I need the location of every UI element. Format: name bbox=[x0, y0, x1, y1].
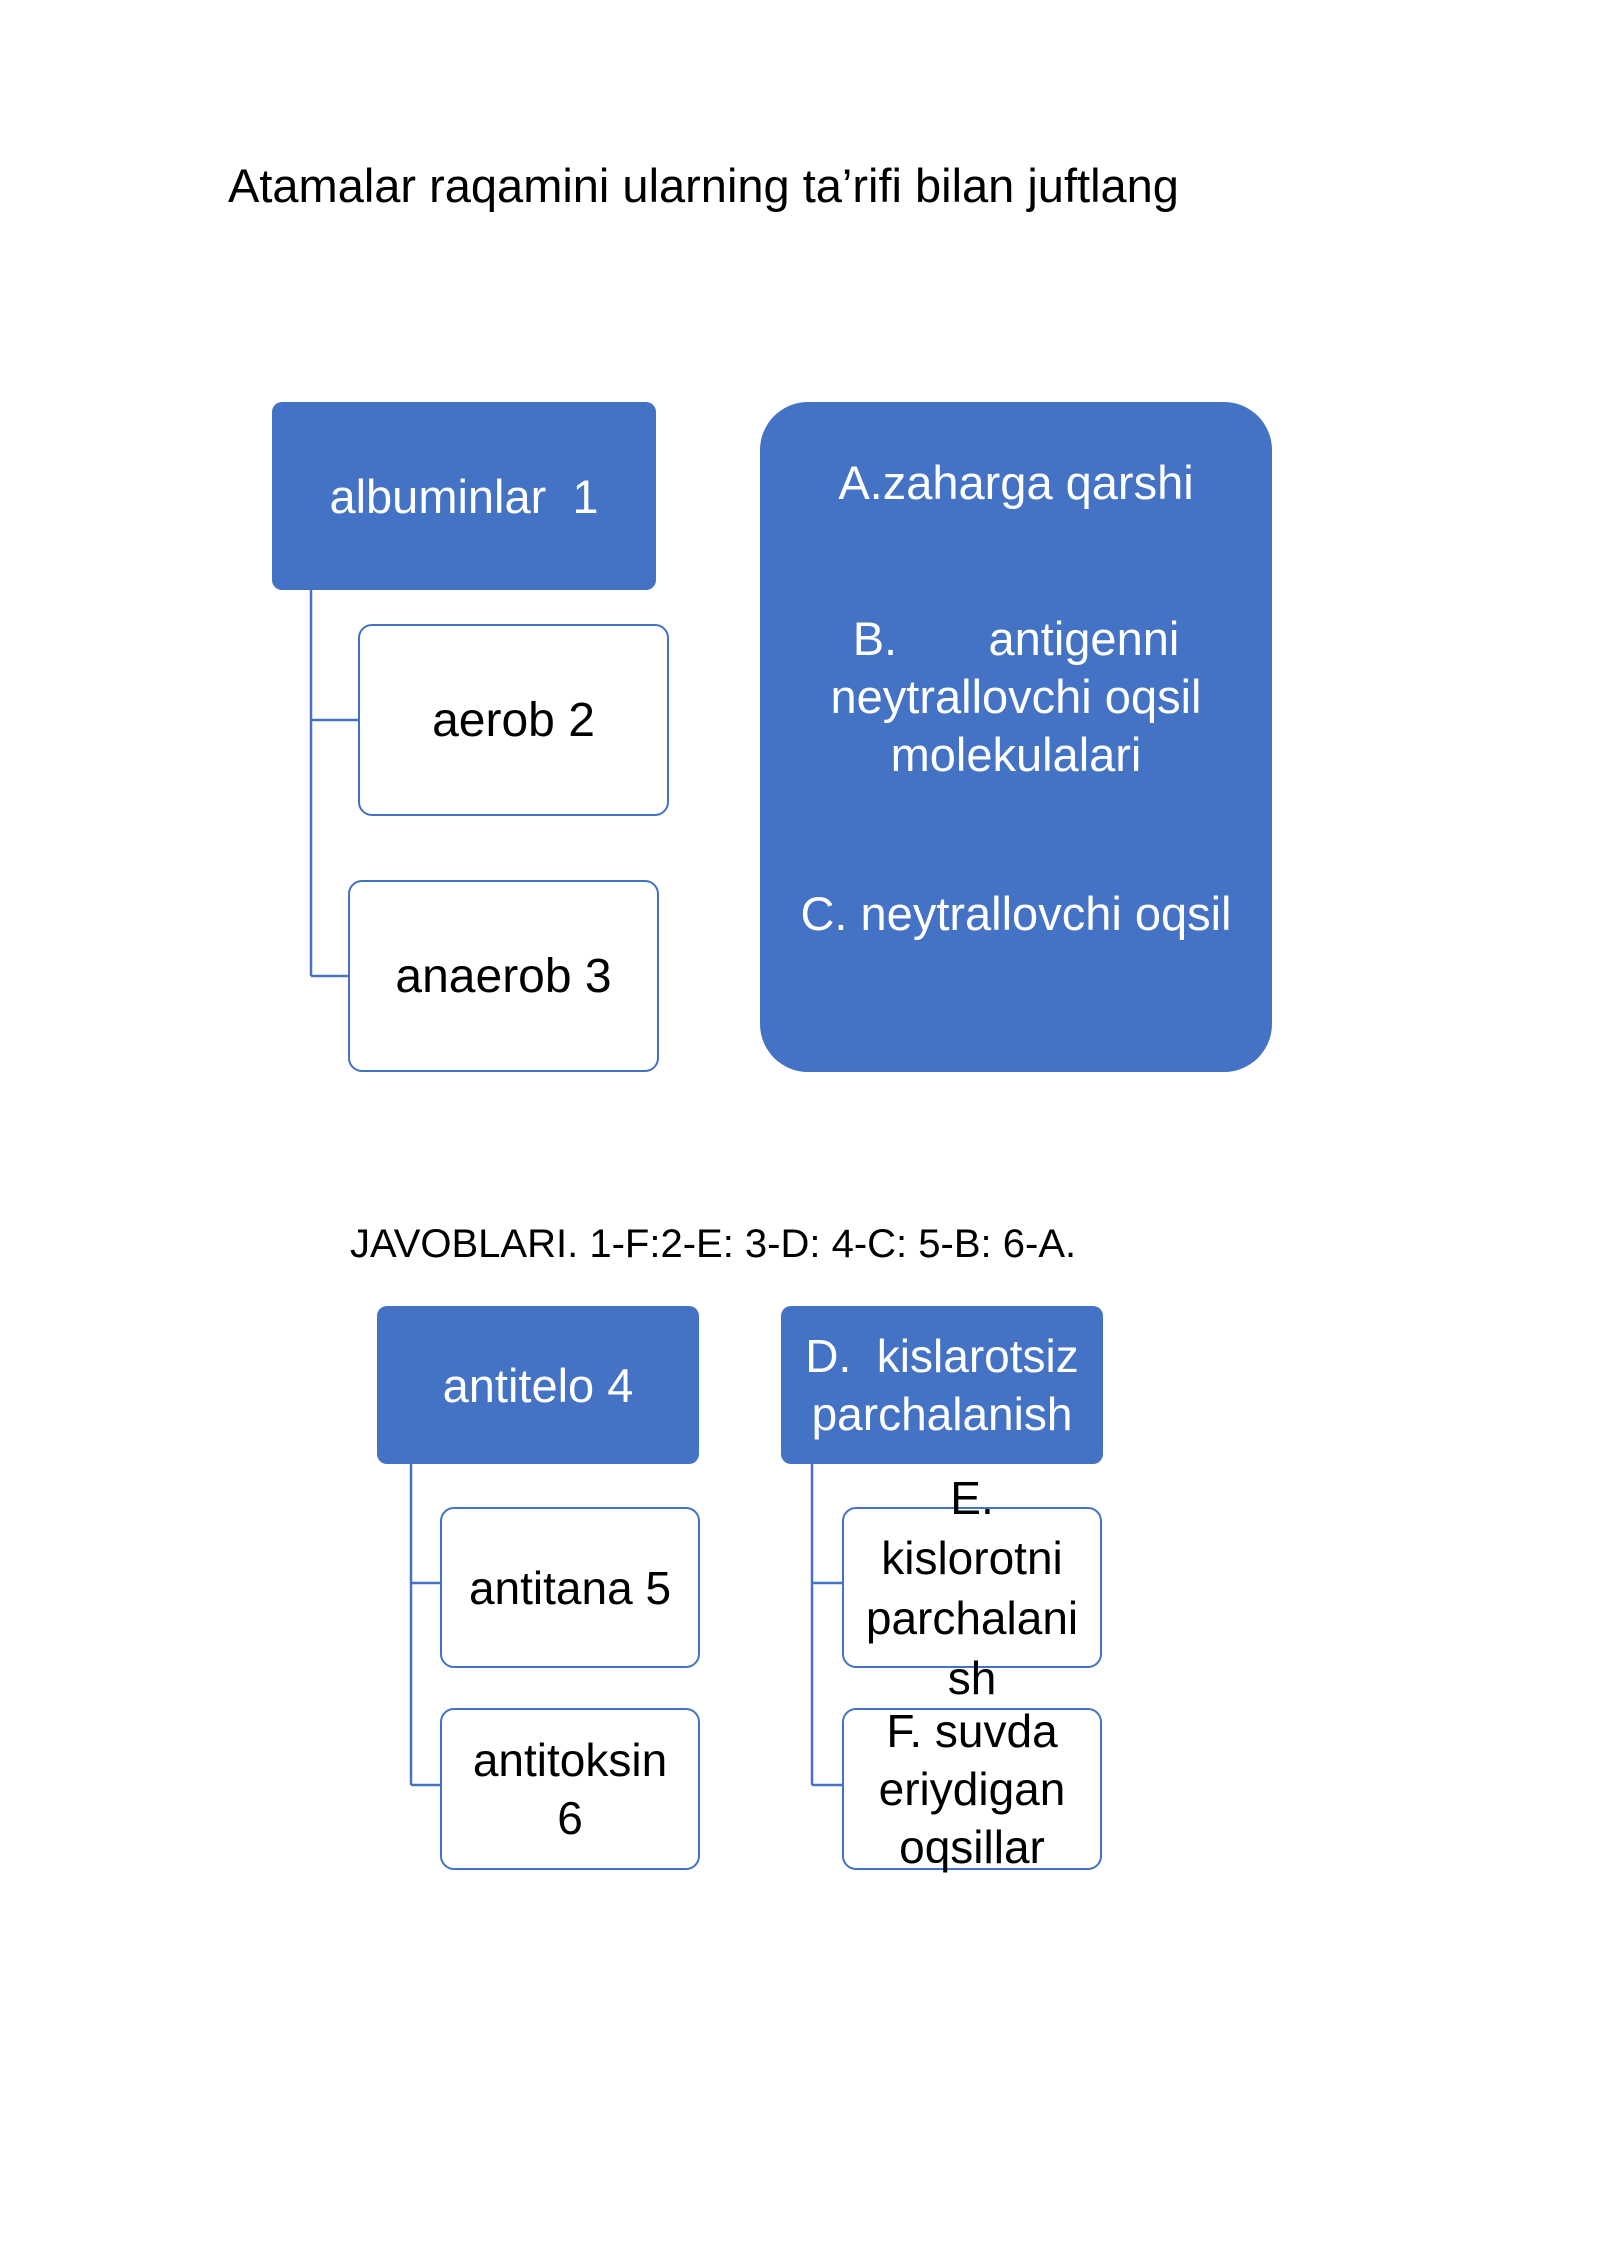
definitions-box: A.zaharga qarshi B. antigenni neytrallov… bbox=[760, 402, 1272, 1072]
definition-f-line3: oqsillar bbox=[899, 1821, 1045, 1873]
term-antitelo-label: antitelo 4 bbox=[442, 1358, 634, 1412]
definition-e-line2: kislorotni bbox=[881, 1531, 1063, 1584]
definition-e-line4: sh bbox=[947, 1651, 997, 1704]
term-antitana-box: antitana 5 bbox=[440, 1507, 700, 1668]
term-aerob-label: aerob 2 bbox=[432, 693, 595, 747]
term-albuminlar-label: albuminlar 1 bbox=[329, 469, 599, 523]
definition-d-box: D. kislarotsiz parchalanish bbox=[781, 1306, 1103, 1464]
term-albuminlar-box: albuminlar 1 bbox=[272, 402, 656, 590]
definition-e-line1: E. bbox=[950, 1471, 994, 1524]
term-antitoksin-label-line2: 6 bbox=[557, 1792, 583, 1844]
definition-e-line3: parchalani bbox=[865, 1591, 1079, 1644]
definition-a: A.zaharga qarshi bbox=[838, 456, 1194, 509]
term-anaerob-label: anaerob 3 bbox=[395, 949, 612, 1003]
definition-b-line2: neytrallovchi oqsil bbox=[830, 670, 1202, 723]
term-antitelo-box: antitelo 4 bbox=[377, 1306, 699, 1464]
answers-line: JAVOBLARI. 1-F:2-E: 3-D: 4-C: 5-B: 6-A. bbox=[350, 1222, 1077, 1266]
term-antitoksin-label-line1: antitoksin bbox=[472, 1734, 668, 1786]
definition-b-line3: molekulalari bbox=[890, 728, 1142, 781]
definition-d-line2: parchalanish bbox=[811, 1388, 1073, 1440]
term-antitana-label: antitana 5 bbox=[468, 1561, 672, 1614]
definition-b-line1: B. antigenni bbox=[852, 612, 1180, 665]
definition-f-line2: eriydigan bbox=[878, 1763, 1066, 1815]
term-anaerob-box: anaerob 3 bbox=[348, 880, 659, 1072]
definition-c: C. neytrallovchi oqsil bbox=[800, 887, 1232, 940]
definition-d-line1: D. kislarotsiz bbox=[805, 1330, 1079, 1382]
term-antitoksin-box: antitoksin 6 bbox=[440, 1708, 700, 1870]
term-aerob-box: aerob 2 bbox=[358, 624, 669, 816]
definition-e-box: E. kislorotni parchalani sh bbox=[842, 1472, 1102, 1704]
definition-f-line1: F. suvda bbox=[886, 1705, 1058, 1757]
page-title: Atamalar raqamini ularning ta’rifi bilan… bbox=[228, 159, 1179, 212]
definition-f-box: F. suvda eriydigan oqsillar bbox=[842, 1705, 1102, 1873]
